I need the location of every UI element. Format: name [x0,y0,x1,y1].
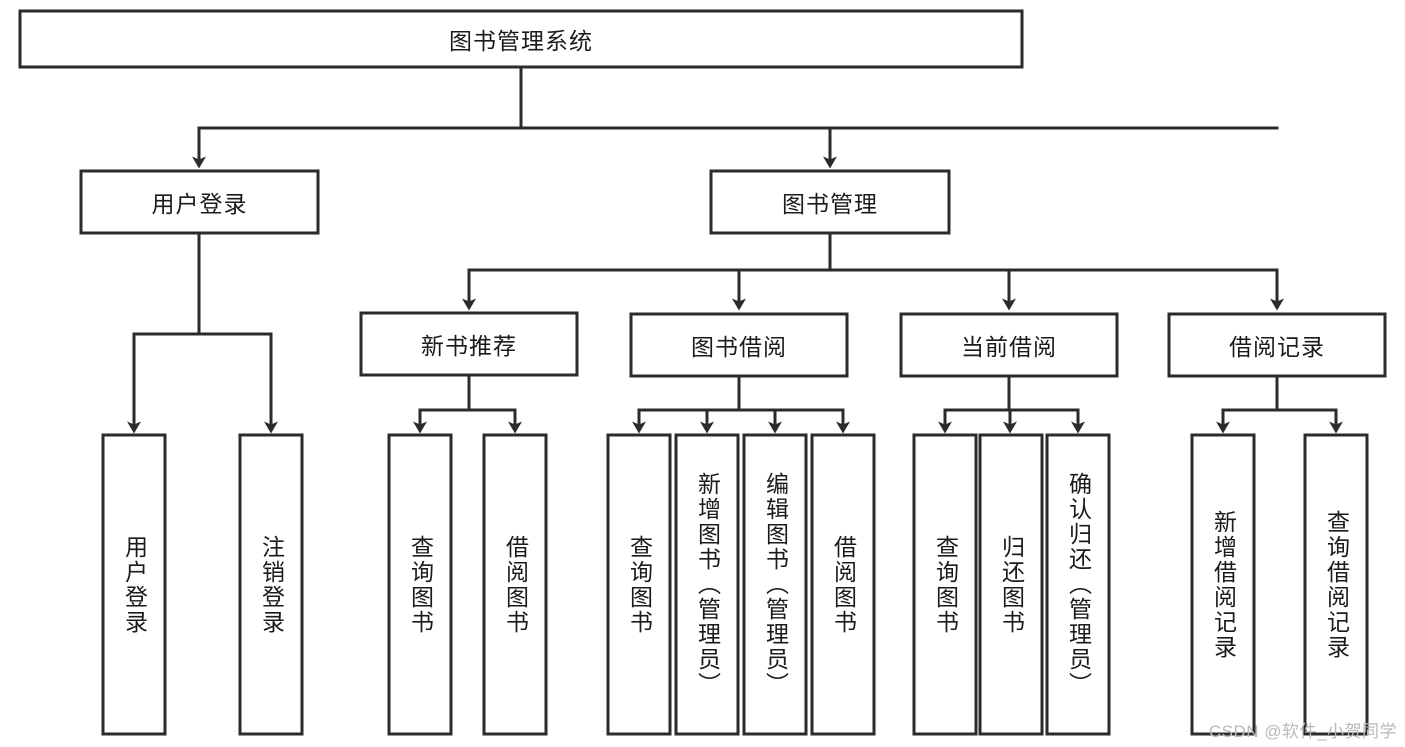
connector-borrow-to-leaves [632,374,850,434]
connector-root-to-level2 [192,66,1279,169]
box-root[interactable] [18,9,1024,69]
box-user-login[interactable] [79,169,320,235]
leaf-box-newbook-1[interactable] [482,433,548,736]
connector-current-to-leaves [938,374,1085,434]
box-book-borrow[interactable] [629,312,849,378]
label-book-management: 图书管理 [782,191,878,217]
leaf-box-current-2[interactable] [1045,433,1111,736]
leaf-box-current-1[interactable] [978,433,1044,736]
leaf-label-borrow-3: 借阅图书 [830,534,857,635]
leaf-label-current-0: 查询图书 [932,534,959,635]
leaf-label-record-1: 查询借阅记录 [1323,509,1350,660]
leaf-box-user-login-1[interactable] [238,433,304,736]
connector-record-to-leaves [1216,374,1343,434]
box-current-borrow[interactable] [899,312,1119,378]
watermark-text: CSDN @软件_小贺同学 [1208,722,1397,741]
leaf-label-current-2: 确认归还（管理员） [1065,472,1092,697]
label-borrow-record: 借阅记录 [1229,334,1325,360]
label-new-book-recommend: 新书推荐 [421,333,517,359]
connector-bookmgmt-to-level3 [462,231,1284,311]
leaf-label-user-login-1: 注销登录 [258,534,285,635]
leaf-label-borrow-1: 新增图书（管理员） [694,472,721,697]
box-borrow-record[interactable] [1167,312,1387,378]
leaf-box-borrow-0[interactable] [606,433,672,736]
label-root: 图书管理系统 [449,28,593,54]
leaf-label-user-login-0: 用户登录 [121,534,148,635]
leaf-box-record-0[interactable] [1190,433,1256,736]
leaf-box-record-1[interactable] [1303,433,1369,736]
leaf-box-borrow-1[interactable] [674,433,740,736]
leaf-label-borrow-2: 编辑图书（管理员） [762,472,789,697]
leaf-label-current-1: 归还图书 [998,534,1025,635]
connector-userlogin-to-leaves [127,231,278,434]
label-user-login: 用户登录 [151,191,248,217]
leaf-box-borrow-3[interactable] [810,433,876,736]
leaf-label-newbook-1: 借阅图书 [502,534,529,635]
leaf-label-newbook-0: 查询图书 [407,534,434,635]
connector-newbook-to-leaves [413,373,522,434]
leaf-box-borrow-2[interactable] [742,433,808,736]
leaf-label-borrow-0: 查询图书 [626,534,653,635]
leaf-box-user-login-0[interactable] [101,433,167,736]
leaf-box-newbook-0[interactable] [387,433,453,736]
label-current-borrow: 当前借阅 [961,334,1057,360]
box-new-book-recommend[interactable] [359,311,579,377]
leaf-box-current-0[interactable] [912,433,978,736]
leaf-label-record-0: 新增借阅记录 [1210,509,1237,660]
box-book-management[interactable] [709,169,951,235]
label-book-borrow: 图书借阅 [691,334,787,360]
